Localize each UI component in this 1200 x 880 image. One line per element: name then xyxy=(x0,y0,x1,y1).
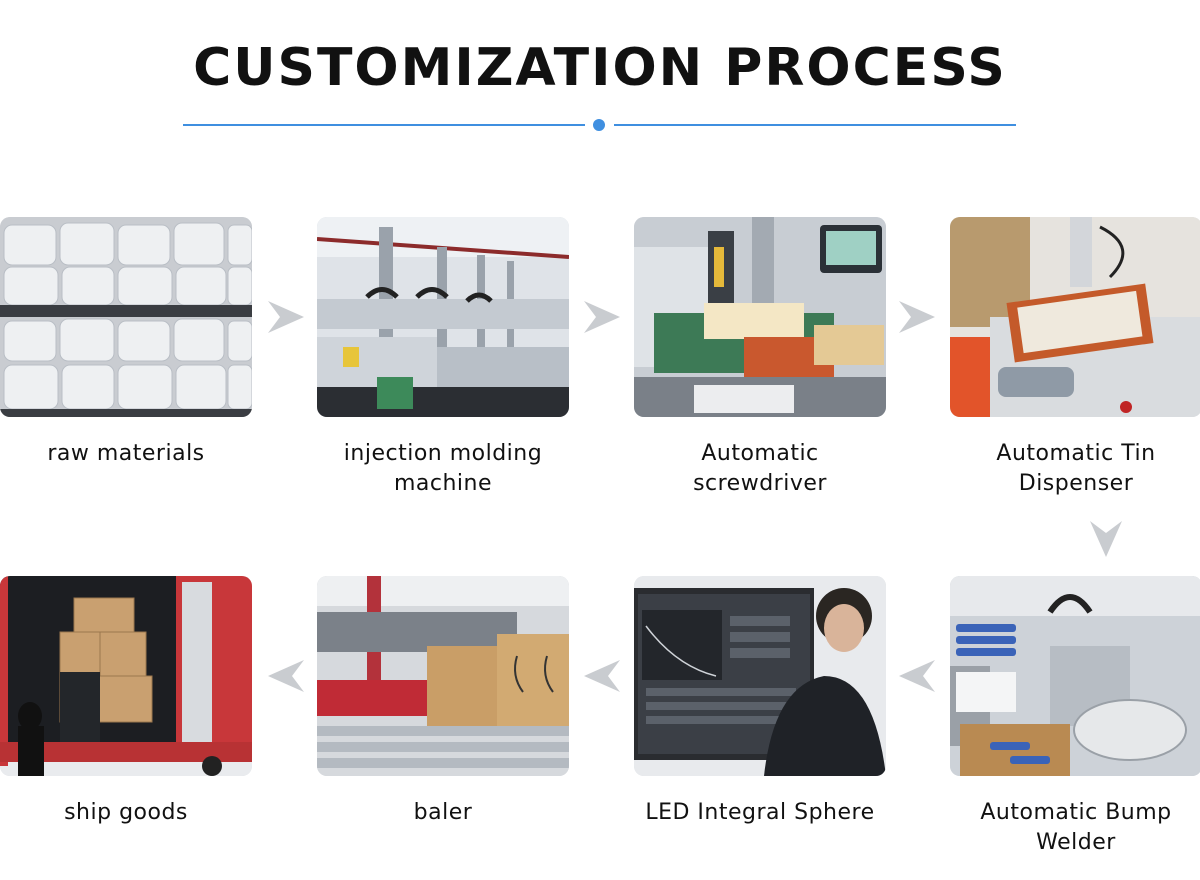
step-label: injection molding machine xyxy=(343,441,543,496)
screwdriver-photo xyxy=(634,217,886,417)
arrow-left-icon xyxy=(897,656,937,696)
step-label: Automatic screwdriver xyxy=(693,441,827,496)
title-divider-right xyxy=(614,124,1016,126)
step-automatic-bump-welder: Automatic Bump Welder xyxy=(950,576,1200,858)
step-label: Automatic Bump Welder xyxy=(980,800,1172,855)
sacks-photo xyxy=(0,217,252,417)
baler-photo xyxy=(317,576,569,776)
arrow-right-icon xyxy=(582,297,622,337)
arrow-left-icon xyxy=(266,656,306,696)
title-divider-left xyxy=(183,124,585,126)
page-title: CUSTOMIZATION PROCESS xyxy=(193,38,1007,98)
title-divider-dot xyxy=(593,119,605,131)
sphere-photo xyxy=(634,576,886,776)
step-raw-materials: raw materials xyxy=(0,217,252,469)
truck-photo xyxy=(0,576,252,776)
step-injection-molding: injection molding machine xyxy=(317,217,569,499)
step-baler: baler xyxy=(317,576,569,828)
step-led-integral-sphere: LED Integral Sphere xyxy=(634,576,886,828)
step-label: LED Integral Sphere xyxy=(645,800,875,825)
arrow-right-icon xyxy=(897,297,937,337)
step-label: raw materials xyxy=(47,441,205,466)
step-label: ship goods xyxy=(64,800,188,825)
dispenser-photo xyxy=(950,217,1200,417)
step-label: baler xyxy=(413,800,473,825)
arrow-right-icon xyxy=(266,297,306,337)
step-ship-goods: ship goods xyxy=(0,576,252,828)
step-automatic-tin-dispenser: Automatic Tin Dispenser xyxy=(950,217,1200,499)
machine-photo xyxy=(317,217,569,417)
arrow-left-icon xyxy=(582,656,622,696)
step-label: Automatic Tin Dispenser xyxy=(996,441,1156,496)
welder-photo xyxy=(950,576,1200,776)
step-automatic-screwdriver: Automatic screwdriver xyxy=(634,217,886,499)
arrow-down-icon xyxy=(1086,519,1126,559)
